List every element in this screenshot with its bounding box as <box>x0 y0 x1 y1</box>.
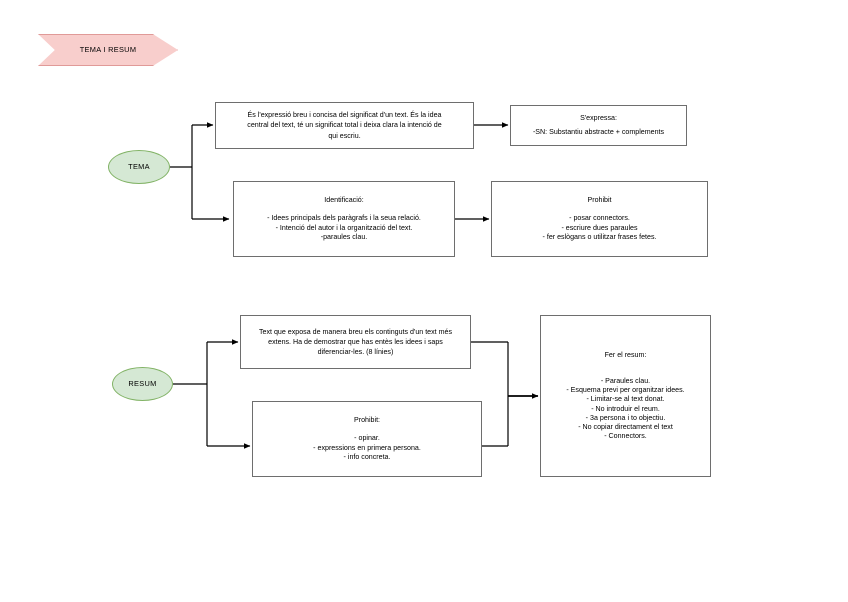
resum-prohibit-line-2: - expressions en primera persona. <box>313 443 421 452</box>
node-tema-label: TEMA <box>128 162 150 172</box>
node-resum-definition[interactable]: Text que exposa de manera breu els conti… <box>240 315 471 369</box>
fer-resum-line-1: - Paraules clau. <box>600 377 651 386</box>
identificacio-line-3: -paraules clau. <box>320 232 368 241</box>
title-banner-label: TEMA I RESUM <box>79 45 137 55</box>
tema-definition-line-1: És l'expressió breu i concisa del signif… <box>247 111 442 120</box>
tema-prohibit-title: Prohibit <box>587 196 612 205</box>
node-tema-definition[interactable]: És l'expressió breu i concisa del signif… <box>215 102 474 149</box>
node-tema[interactable]: TEMA <box>108 150 170 184</box>
fer-resum-line-7: - Connectors. <box>604 431 647 440</box>
resum-prohibit-line-3: - info concreta. <box>343 452 391 461</box>
tema-prohibit-line-2: - escriure dues paraules <box>561 223 638 232</box>
resum-prohibit-title: Prohibit: <box>353 416 381 425</box>
tema-prohibit-line-3: - fer eslògans o utilitzar frases fetes. <box>542 232 657 241</box>
title-banner-shape: TEMA I RESUM <box>38 34 178 66</box>
sexpressa-line-1: -SN: Substantiu abstracte + complements <box>532 127 665 136</box>
tema-definition-line-3: qui escriu. <box>328 131 361 140</box>
identificacio-title: Identificació: <box>324 196 364 205</box>
node-resum[interactable]: RESUM <box>112 367 173 401</box>
fer-resum-line-5: - 3a persona i to objectiu. <box>585 413 666 422</box>
fer-resum-line-4: - No introduir el reum. <box>591 404 660 413</box>
resum-definition-line-1: Text que exposa de manera breu els conti… <box>259 327 452 336</box>
fer-resum-line-2: - Esquema previ per organitzar idees. <box>566 386 685 395</box>
tema-definition-line-2: central del text, té un significat total… <box>247 121 442 130</box>
node-tema-identificacio[interactable]: Identificació: - Idees principals dels p… <box>233 181 455 257</box>
node-resum-fer[interactable]: Fer el resum: - Paraules clau. - Esquema… <box>540 315 711 477</box>
identificacio-line-1: - Idees principals dels paràgrafs i la s… <box>267 214 421 223</box>
fer-resum-title: Fer el resum: <box>604 351 647 360</box>
title-banner: TEMA I RESUM <box>38 34 178 66</box>
node-tema-prohibit[interactable]: Prohibit - posar connectors. - escriure … <box>491 181 708 257</box>
fer-resum-line-3: - Limitar-se al text donat. <box>586 395 665 404</box>
edge-resum-split <box>173 339 251 449</box>
identificacio-line-2: - Intenció del autor i la organització d… <box>275 223 413 232</box>
fer-resum-line-6: - No copiar directament el text <box>578 422 673 431</box>
resum-definition-line-2: extens. Ha de demostrar que has entès le… <box>268 337 443 346</box>
resum-prohibit-line-1: - opinar. <box>354 434 380 443</box>
node-tema-sexpressa[interactable]: S'expressa: -SN: Substantiu abstracte + … <box>510 105 687 146</box>
tema-prohibit-line-1: - posar connectors. <box>569 214 630 223</box>
node-resum-label: RESUM <box>128 379 157 389</box>
resum-definition-line-3: diferenciar-les. (8 línies) <box>317 348 394 357</box>
sexpressa-title: S'expressa: <box>580 114 617 123</box>
node-resum-prohibit[interactable]: Prohibit: - opinar. - expressions en pri… <box>252 401 482 477</box>
